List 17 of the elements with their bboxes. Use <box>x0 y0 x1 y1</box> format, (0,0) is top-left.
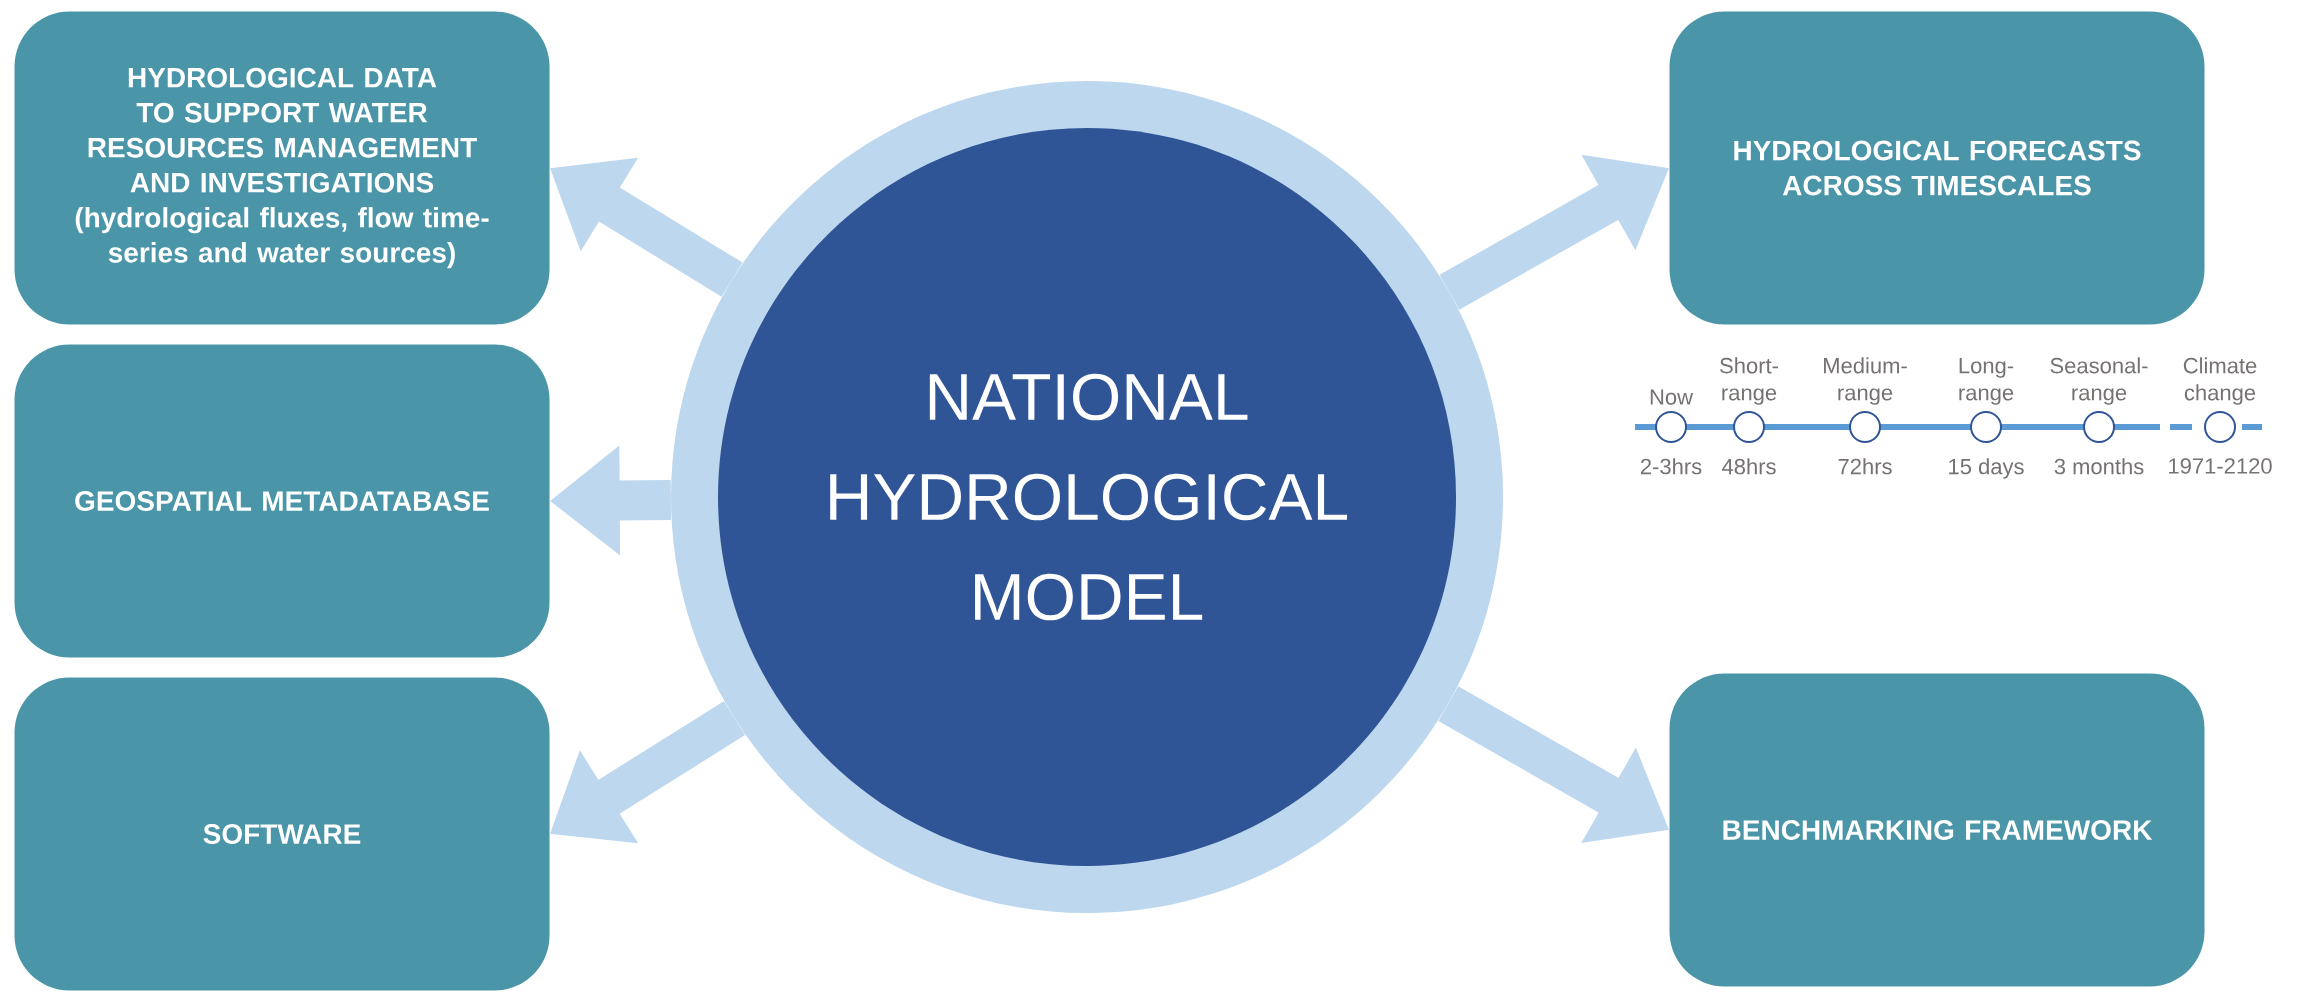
output-box: GEOSPATIAL METADATABASE <box>14 344 550 658</box>
timescale-label: Now <box>1650 389 1694 405</box>
output-box: HYDROLOGICAL FORECASTS ACROSS TIMESCALES <box>1669 11 2205 325</box>
timescale-label: Long-range <box>1959 358 2014 405</box>
duration-label: 48hrs <box>1722 458 1776 475</box>
timescale-label: Climate change <box>2183 357 2257 405</box>
duration-label: 2-3hrs <box>1640 458 1702 475</box>
duration-label: 3 months <box>2054 458 2144 475</box>
timescale-label: Seasonal-range <box>2050 357 2148 405</box>
duration-label: 1971-2120 <box>2169 458 2272 474</box>
output-box: BENCHMARKING FRAMEWORK <box>1669 673 2205 987</box>
output-box: SOFTWARE <box>14 677 550 991</box>
duration-label: 15 days <box>1949 458 2024 479</box>
timescale-label: Medium-range <box>1824 357 1907 405</box>
duration-label: 72hrs <box>1838 458 1892 475</box>
output-box: HYDROLOGICAL DATA TO SUPPORT WATER RESOURCES MANAGEMENT AND INVESTIGATIONS (hydrological fluxes, flow time-series and water sources) <box>14 11 550 325</box>
timescale-label: Short-range <box>1720 357 1778 405</box>
